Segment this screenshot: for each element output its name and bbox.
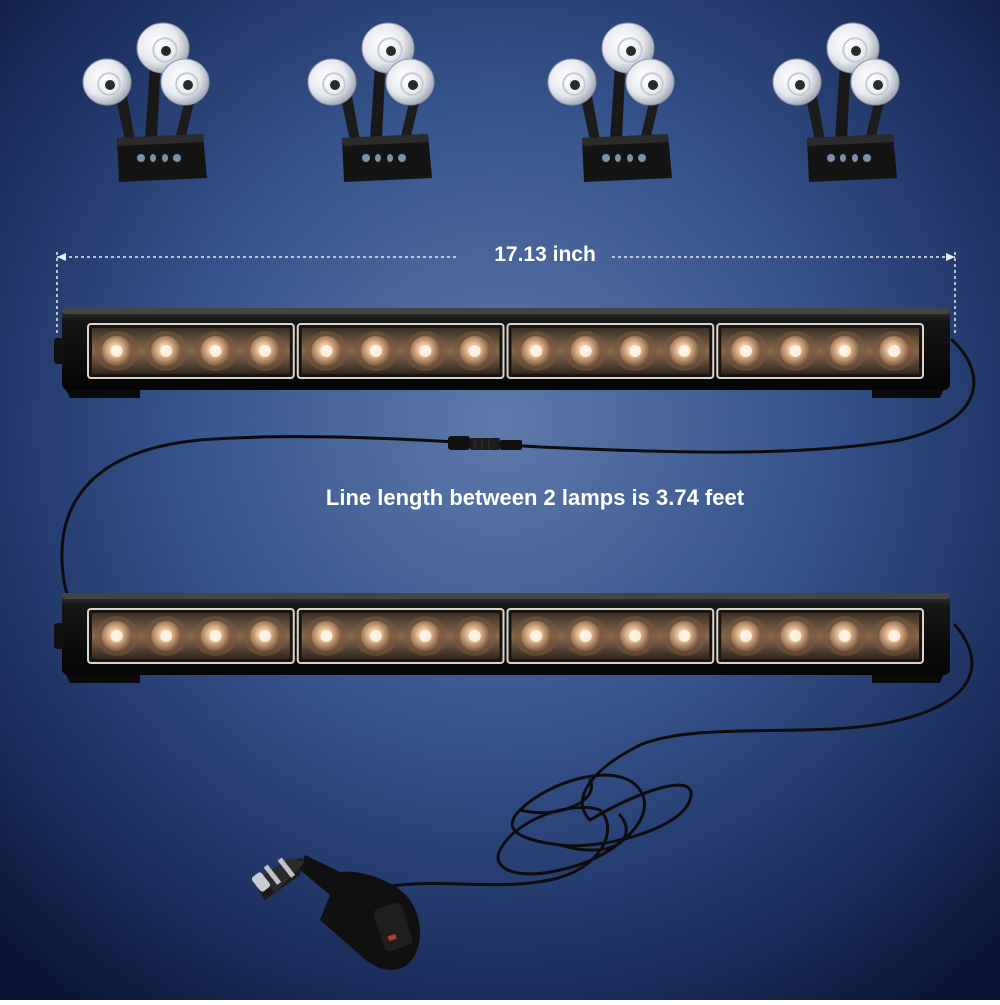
led-module xyxy=(506,323,715,379)
led xyxy=(613,331,657,371)
led xyxy=(872,331,917,371)
mount-brackets xyxy=(82,22,900,182)
led xyxy=(453,331,497,371)
led xyxy=(823,331,867,371)
led-module xyxy=(716,323,924,379)
led xyxy=(662,331,707,371)
light-bar-bottom xyxy=(54,593,950,683)
led xyxy=(304,616,349,656)
led-module xyxy=(716,608,924,664)
led-module xyxy=(296,608,505,664)
suction-mount-bracket xyxy=(772,22,900,182)
suction-cup xyxy=(160,58,210,106)
led xyxy=(563,616,608,656)
led xyxy=(724,331,768,371)
led xyxy=(243,616,287,656)
led xyxy=(403,331,448,371)
led xyxy=(823,616,867,656)
suction-mount-bracket xyxy=(82,22,210,182)
light-bar-top xyxy=(54,308,950,398)
suction-cup xyxy=(850,58,900,106)
led xyxy=(773,616,818,656)
suction-mount-bracket xyxy=(547,22,675,182)
led xyxy=(453,616,497,656)
led xyxy=(243,331,287,371)
led xyxy=(563,331,608,371)
suction-cup xyxy=(307,58,357,106)
led xyxy=(514,616,558,656)
led xyxy=(872,616,917,656)
suction-mount-bracket xyxy=(307,22,435,182)
cable-connector xyxy=(448,436,522,450)
cigarette-lighter-plug xyxy=(251,855,420,970)
led-module xyxy=(506,608,715,664)
led-module xyxy=(296,323,505,379)
suction-cup xyxy=(385,58,435,106)
led xyxy=(193,616,238,656)
suction-cup xyxy=(625,58,675,106)
suction-cup xyxy=(547,58,597,106)
led xyxy=(354,331,398,371)
led-module xyxy=(87,608,295,664)
led xyxy=(94,616,139,656)
led xyxy=(193,331,238,371)
led xyxy=(724,616,768,656)
led xyxy=(773,331,818,371)
led xyxy=(94,331,139,371)
cable-length-label: Line length between 2 lamps is 3.74 feet xyxy=(325,485,745,510)
led xyxy=(613,616,657,656)
led-module xyxy=(87,323,295,379)
led xyxy=(304,331,349,371)
led xyxy=(354,616,398,656)
suction-cup xyxy=(82,58,132,106)
dimension-label: 17.13 inch xyxy=(494,243,596,266)
suction-cup xyxy=(772,58,822,106)
led xyxy=(144,331,188,371)
led xyxy=(662,616,707,656)
led xyxy=(514,331,558,371)
led xyxy=(144,616,188,656)
led xyxy=(403,616,448,656)
dimension-line xyxy=(56,252,956,335)
